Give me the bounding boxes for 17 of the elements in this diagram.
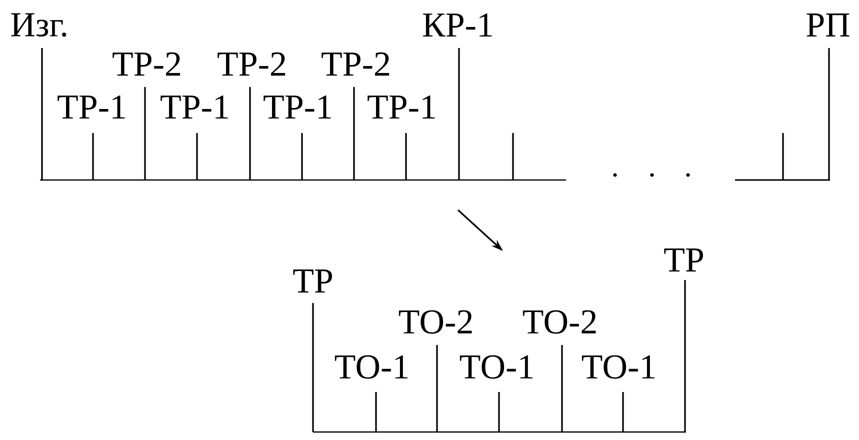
tick-label: ТР-1 xyxy=(160,95,228,119)
tick-label: ТР xyxy=(664,248,704,272)
tick-label: КР-1 xyxy=(423,13,492,37)
tick-label: ТО-1 xyxy=(334,355,408,379)
tick-label: ТР-1 xyxy=(368,95,435,119)
tick-label: ТР-2 xyxy=(218,52,286,76)
tick-label: ТР-1 xyxy=(58,95,125,119)
tick-label: ТР-1 xyxy=(264,95,331,119)
tick-label: РП xyxy=(806,14,850,36)
tick-label: ТО-2 xyxy=(522,310,596,334)
tick-label: ТО-1 xyxy=(460,355,533,379)
tick-label: ТО-1 xyxy=(582,355,655,379)
tick-label: Изг. xyxy=(11,13,66,37)
tick-label: ТР-2 xyxy=(112,52,180,76)
tick-label: ТО-2 xyxy=(398,310,472,334)
tick-label: ТР xyxy=(293,270,332,292)
tick-label: ТР-2 xyxy=(322,52,390,76)
